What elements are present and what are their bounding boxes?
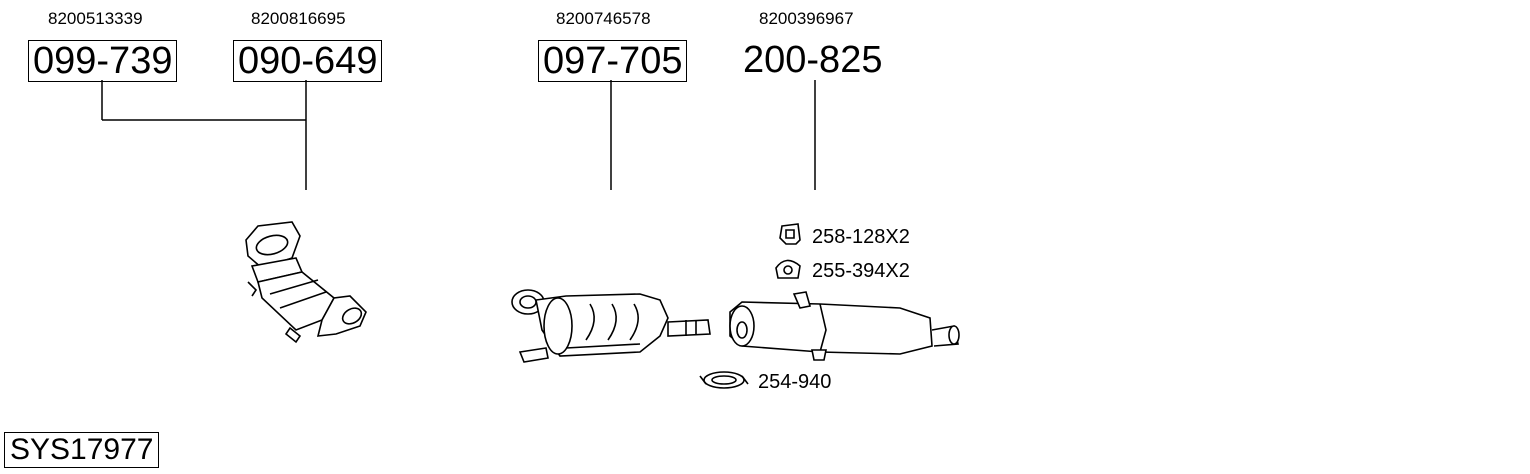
system-id-label: SYS17977 <box>4 432 160 468</box>
rubber-hanger-icon[interactable] <box>779 223 801 245</box>
clamp-icon[interactable] <box>699 371 749 389</box>
rubber-ring-mount-icon[interactable] <box>775 259 801 279</box>
oem-number: 8200396967 <box>759 9 854 28</box>
part-number-label[interactable]: 090-649 <box>233 40 383 82</box>
leader-lines <box>101 80 816 190</box>
part-number-label[interactable]: 200-825 <box>743 39 883 81</box>
part-number-label[interactable]: 097-705 <box>538 40 688 82</box>
accessory-label[interactable]: 255-394X2 <box>812 260 910 282</box>
catalytic-converter-icon[interactable] <box>245 221 367 344</box>
oem-number: 8200746578 <box>556 9 651 28</box>
diesel-particulate-filter-icon[interactable] <box>511 289 711 363</box>
oem-number: 8200816695 <box>251 9 346 28</box>
part-number-label[interactable]: 099-739 <box>28 40 178 82</box>
rear-silencer-icon[interactable] <box>729 291 960 361</box>
oem-number: 8200513339 <box>48 9 143 28</box>
accessory-label[interactable]: 254-940 <box>758 371 832 393</box>
accessory-label[interactable]: 258-128X2 <box>812 226 910 248</box>
